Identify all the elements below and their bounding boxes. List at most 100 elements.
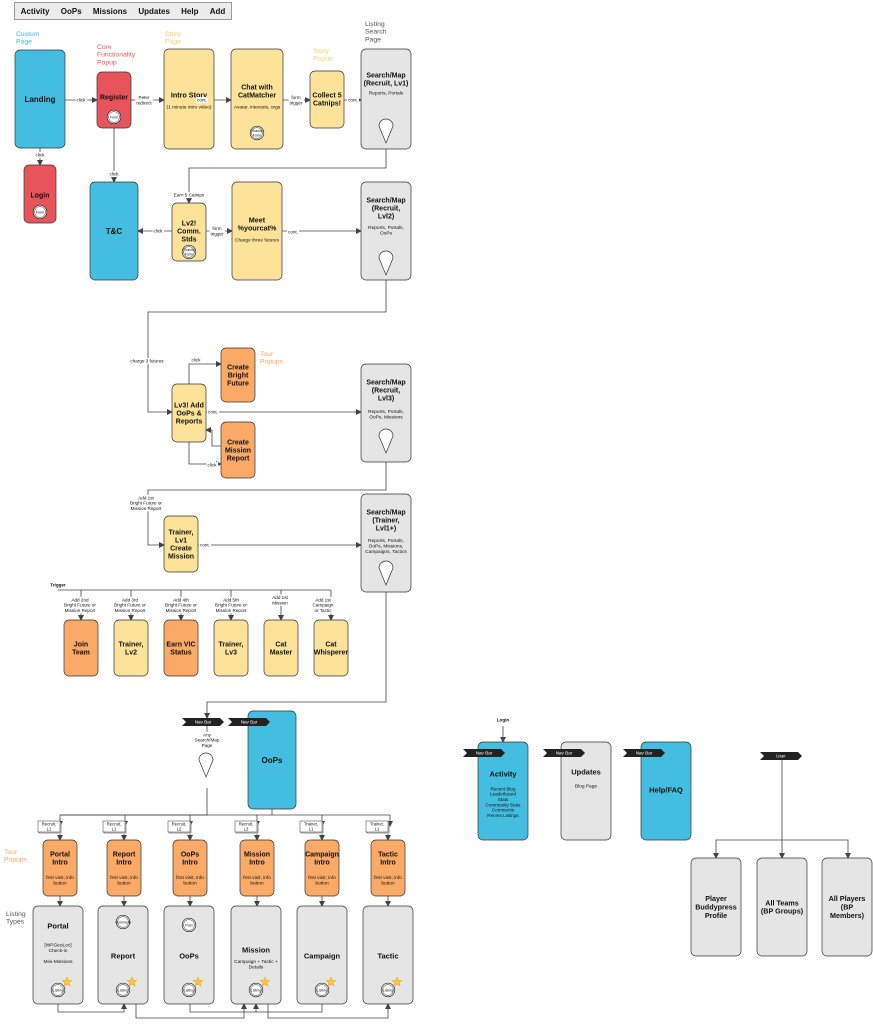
connector-line [713,760,783,859]
circle-c_rc[interactable]: Comment [115,914,131,930]
node-lv2[interactable]: Lv2!Comm.Stds [171,202,207,262]
node-box [360,181,412,281]
node-box [23,164,57,224]
node-oops[interactable]: OoPs [247,710,297,810]
edge-label: click [192,358,202,363]
node-help[interactable]: Help/FAQ [640,741,692,841]
node-lreport[interactable]: Report [97,905,149,1005]
node-register[interactable]: Register [96,71,132,129]
tag-box [102,820,126,833]
circle-c_oops[interactable]: Listing [181,982,197,998]
node-intro[interactable]: Intro Story(1 minute intro video) [163,48,215,150]
node-title: Meet%yourcat% [238,215,277,232]
circle-c_op[interactable]: Post [181,917,197,933]
node-box [97,905,149,1005]
node-landing[interactable]: Landing [14,49,66,149]
node-s1[interactable]: Search/Map(Recruit, Lv1)Reports, Portals [360,48,412,150]
node-title: Campaign [304,952,341,961]
circle-c_report[interactable]: Listing [115,982,131,998]
node-box [313,619,349,677]
node-s4[interactable]: Search/Map(Trainer,Lvl1+)Reports, Portal… [360,493,412,593]
nav-activity[interactable]: Activity [20,6,50,16]
circle-c_portal[interactable]: Listing [50,982,66,998]
edge-label-bg [347,97,359,104]
nav-bar-flag: User [760,752,802,760]
circle-c_tactic[interactable]: Listing [380,982,396,998]
edge-label-bg [129,494,164,512]
node-teams[interactable]: All Teams(BP Groups) [756,857,808,957]
nav-updates[interactable]: Updates [138,6,170,16]
node-loops[interactable]: OoPs [163,905,215,1005]
node-title: Search/Map(Recruit,Lvl3) [366,379,405,402]
edge-label-bg [311,596,335,614]
nav-add[interactable]: Add [209,6,226,16]
node-subtitle: (1 minute intro video) [166,105,211,111]
node-box [756,857,808,957]
node-tr2[interactable]: Trainer,Lv2 [113,619,149,677]
node-box [171,383,207,443]
circle-c_login[interactable]: Form [32,204,48,220]
node-ltactic[interactable]: Tactic [362,905,414,1005]
node-box [42,839,78,897]
node-box [247,710,297,810]
circle-c_reg[interactable]: Form [106,109,122,125]
circle-text: Form [36,210,44,214]
circle-c_campaign[interactable]: Listing [314,982,330,998]
edge-label-bg [287,229,299,236]
tag-text: Recruit,L2 [172,822,186,832]
node-tr3[interactable]: Trainer,Lv3 [213,619,249,677]
edge-label-bg [495,717,511,724]
edge-label-bg [135,94,154,106]
node-s3[interactable]: Search/Map(Recruit,Lvl3)Reports, Portals… [360,363,412,463]
node-s2[interactable]: Search/Map(Recruit,Lvl2)Reports, Portals… [360,181,412,281]
nav-help[interactable]: Help [181,6,199,16]
circle-c_mission[interactable]: Listing [248,982,264,998]
node-meet[interactable]: Meet%yourcat%Charge three futures [231,181,283,281]
connector-line [205,427,221,447]
nav-missions[interactable]: Missions [92,6,128,16]
node-subtitle: Avatar, interests, orgs [234,105,281,111]
node-subtitle: Reports, Portals,OoPs, Missions,Campaign… [365,538,407,555]
node-lcampaign[interactable]: Campaign [296,905,348,1005]
node-login[interactable]: Login [23,164,57,224]
circle-text: Listing [118,988,128,992]
edge-label: click [208,463,218,468]
edge-label: Earn 5 Catnips [174,193,205,198]
flag-text: Nav Bar [556,751,573,756]
tag-box [167,820,191,833]
node-tc[interactable]: T&C [89,181,139,281]
nav-oops[interactable]: OoPs [60,6,82,16]
